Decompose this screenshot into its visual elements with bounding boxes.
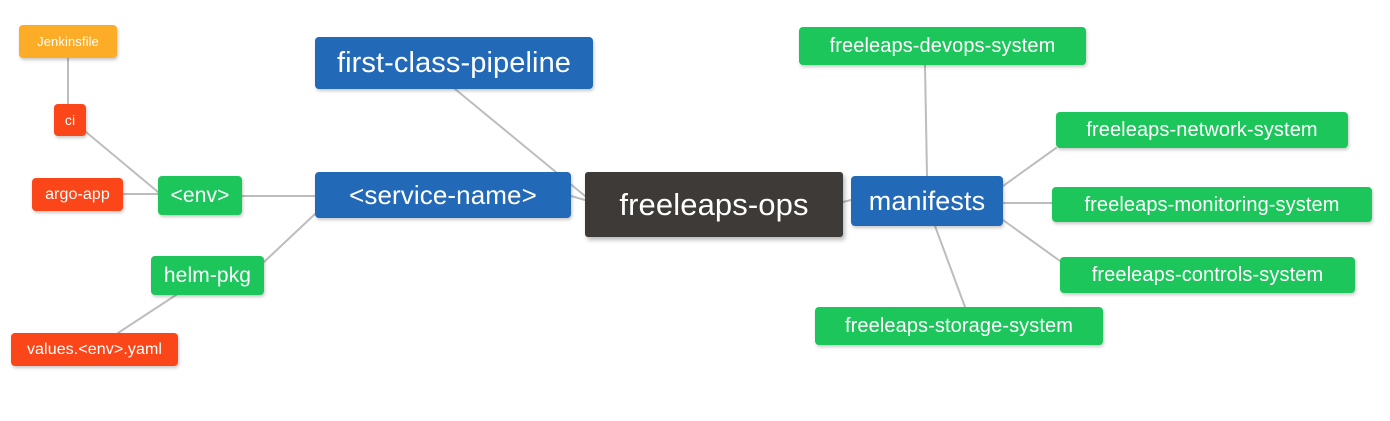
node-label-freeleaps-monitoring-system: freeleaps-monitoring-system xyxy=(1084,193,1340,216)
node-label-freeleaps-network-system: freeleaps-network-system xyxy=(1086,119,1318,141)
node-label-service-name: <service-name> xyxy=(349,180,537,210)
node-first-class-pipeline[interactable]: first-class-pipeline xyxy=(315,37,593,89)
node-service-name[interactable]: <service-name> xyxy=(315,172,571,218)
edge-manifests-to-freeleaps-network-system xyxy=(1002,147,1057,187)
node-label-first-class-pipeline: first-class-pipeline xyxy=(336,46,572,79)
node-freeleaps-monitoring-system[interactable]: freeleaps-monitoring-system xyxy=(1052,187,1372,222)
edge-freeleaps-ops-to-service-name xyxy=(570,195,586,201)
node-label-freeleaps-storage-system: freeleaps-storage-system xyxy=(844,315,1074,337)
node-label-values-yaml: values.<env>.yaml xyxy=(26,340,163,358)
node-label-helm-pkg: helm-pkg xyxy=(163,264,252,287)
node-label-argo-app: argo-app xyxy=(45,185,110,203)
node-freeleaps-ops[interactable]: freeleaps-ops xyxy=(585,172,843,237)
node-freeleaps-network-system[interactable]: freeleaps-network-system xyxy=(1056,112,1348,148)
node-label-freeleaps-controls-system: freeleaps-controls-system xyxy=(1091,264,1324,286)
edge-manifests-to-freeleaps-devops-system xyxy=(924,64,928,177)
node-label-jenkinsfile: Jenkinsfile xyxy=(37,34,99,49)
node-label-ci: ci xyxy=(64,112,76,128)
node-freeleaps-controls-system[interactable]: freeleaps-controls-system xyxy=(1060,257,1355,293)
node-label-manifests: manifests xyxy=(868,185,986,216)
node-env[interactable]: <env> xyxy=(158,176,242,215)
edge-service-name-to-helm-pkg xyxy=(263,213,316,263)
node-freeleaps-storage-system[interactable]: freeleaps-storage-system xyxy=(815,307,1103,345)
node-argo-app[interactable]: argo-app xyxy=(32,178,123,211)
node-freeleaps-devops-system[interactable]: freeleaps-devops-system xyxy=(799,27,1086,65)
node-jenkinsfile[interactable]: Jenkinsfile xyxy=(19,25,117,58)
edge-manifests-to-freeleaps-controls-system xyxy=(1002,219,1061,262)
node-manifests[interactable]: manifests xyxy=(851,176,1003,226)
node-helm-pkg[interactable]: helm-pkg xyxy=(151,256,264,295)
node-label-env: <env> xyxy=(170,184,230,207)
edge-helm-pkg-to-values-yaml xyxy=(117,294,177,334)
edge-freeleaps-ops-to-manifests xyxy=(842,199,852,203)
node-label-freeleaps-devops-system: freeleaps-devops-system xyxy=(829,35,1056,57)
edge-manifests-to-freeleaps-storage-system xyxy=(934,225,966,308)
node-ci[interactable]: ci xyxy=(54,104,86,136)
node-label-freeleaps-ops: freeleaps-ops xyxy=(619,187,809,222)
node-values-yaml[interactable]: values.<env>.yaml xyxy=(11,333,178,366)
